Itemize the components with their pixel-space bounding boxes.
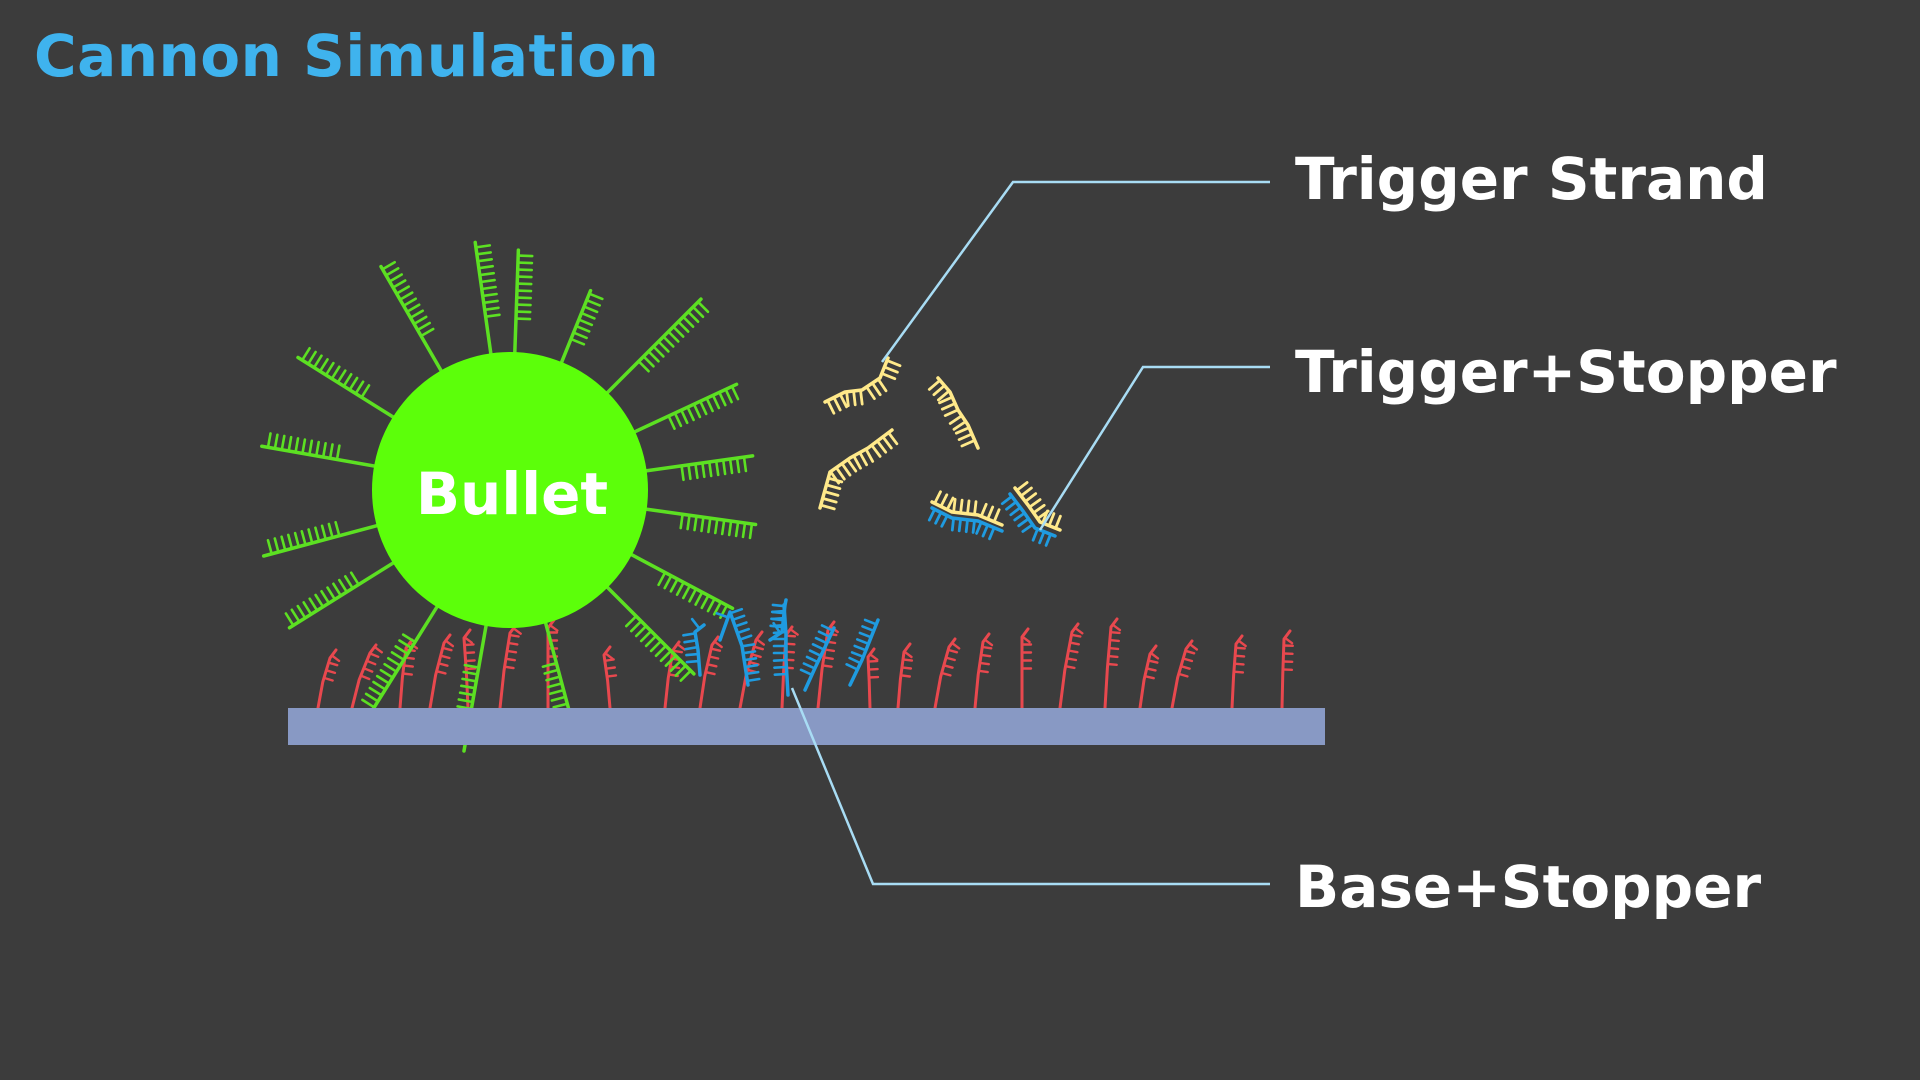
- bullet-strand: [512, 248, 534, 362]
- base-strand: [498, 623, 522, 710]
- bullet-strand: [296, 347, 402, 423]
- base-strand: [1230, 634, 1247, 710]
- base-strand: [1170, 639, 1199, 710]
- stopper-strand: [682, 617, 706, 677]
- trigger-strand: [823, 356, 902, 415]
- bullet-strand: [556, 288, 604, 372]
- leader-line: [880, 180, 1270, 363]
- base-strand: [1058, 622, 1084, 710]
- base-strand: [698, 635, 723, 710]
- base-strand: [316, 648, 341, 710]
- base-strands: [316, 617, 1294, 710]
- bullet-strand: [600, 580, 696, 682]
- base-strand: [428, 633, 455, 710]
- trigger-in-complex: [930, 490, 1004, 527]
- bullet-strand: [600, 297, 710, 400]
- trigger-stopper-label: Trigger+Stopper: [1295, 338, 1837, 406]
- base-strand: [398, 638, 419, 710]
- base-strand: [973, 632, 994, 710]
- base-strand: [1103, 617, 1122, 710]
- bullet-strand: [636, 506, 758, 540]
- base-strand: [1020, 627, 1033, 710]
- bullet-strand: [623, 549, 735, 619]
- trigger-in-complex: [1013, 481, 1062, 532]
- bullet-strand: [473, 240, 501, 364]
- surface-plate: [288, 708, 1325, 745]
- bullet-strand: [284, 557, 402, 630]
- stopper-strand: [845, 618, 880, 687]
- leader-lines: [790, 180, 1270, 886]
- bullet-label: Bullet: [416, 460, 608, 528]
- bullet-strand: [379, 261, 447, 380]
- bullet-strand: [261, 520, 387, 558]
- trigger-strands: [818, 356, 1062, 547]
- base-strand: [738, 630, 765, 710]
- stopper-strands: [682, 598, 880, 697]
- stopper-strand: [715, 607, 761, 687]
- bullet-strand: [260, 432, 384, 470]
- base-strand: [350, 643, 383, 710]
- base-strand: [1280, 629, 1294, 710]
- base-strand: [602, 645, 618, 710]
- stopper-strand: [799, 624, 836, 692]
- stopper-in-complex: [927, 506, 1004, 541]
- bullet-strand: [626, 382, 740, 437]
- base-strand: [1138, 644, 1160, 710]
- stopper-strand: [771, 603, 790, 697]
- base-strand: [462, 628, 477, 710]
- bullet-sphere: [372, 352, 648, 628]
- page-title: Cannon Simulation: [34, 22, 660, 90]
- base-strand: [896, 642, 914, 710]
- bullet-strand: [361, 598, 443, 714]
- stopper-in-complex: [1000, 492, 1057, 547]
- base-strand: [933, 637, 961, 710]
- leader-line: [1038, 365, 1270, 531]
- base-stopper-label: Base+Stopper: [1295, 853, 1762, 921]
- base-strand: [866, 647, 880, 710]
- trigger-strand-label: Trigger Strand: [1295, 145, 1768, 213]
- leader-line: [790, 687, 1270, 886]
- trigger-strand: [927, 376, 980, 450]
- trigger-strand: [818, 428, 899, 511]
- bullet-strand: [636, 454, 755, 482]
